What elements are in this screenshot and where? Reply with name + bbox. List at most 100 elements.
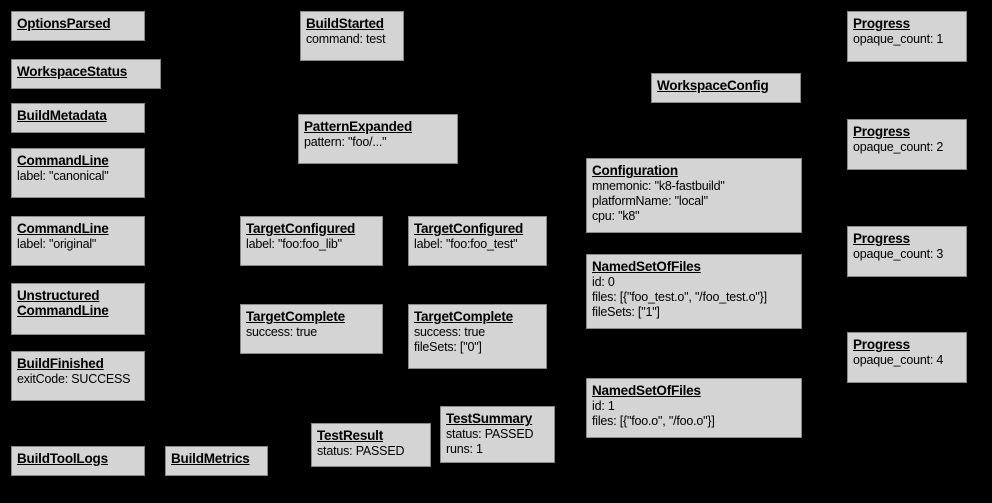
node-field: fileSets: ["1"]	[592, 305, 660, 320]
node-field: opaque_count: 4	[853, 353, 944, 368]
node-title-line: Progress	[853, 16, 910, 31]
node-title: PatternExpanded	[304, 119, 452, 134]
node-field: opaque_count: 3	[853, 247, 944, 262]
node-title-line: BuildMetadata	[17, 108, 107, 123]
node-title-line: TestSummary	[446, 411, 533, 426]
node-field: id: 1	[592, 399, 615, 414]
node-title: Configuration	[592, 163, 796, 178]
node-fields: opaque_count: 2	[853, 140, 961, 154]
node-fields: opaque_count: 4	[853, 353, 961, 367]
node-field: files: [{"foo_test.o", "/foo_test.o"}]	[592, 290, 767, 305]
node-build-metrics[interactable]: BuildMetrics	[165, 446, 268, 476]
node-title-line: PatternExpanded	[304, 119, 413, 134]
node-title: Progress	[853, 16, 961, 31]
node-title-line: CommandLine	[17, 303, 109, 319]
node-build-tool-logs[interactable]: BuildToolLogs	[11, 446, 145, 476]
node-field: platformName: "local"	[592, 194, 708, 209]
node-fields: label: "canonical"	[17, 169, 139, 183]
node-title-line: TargetComplete	[246, 309, 345, 324]
node-field: opaque_count: 2	[853, 140, 944, 155]
node-field: success: true	[414, 325, 486, 340]
node-fields: mnemonic: "k8-fastbuild"platformName: "l…	[592, 179, 796, 223]
node-title: Progress	[853, 124, 961, 139]
node-title: WorkspaceConfig	[657, 78, 795, 93]
node-field: command: test	[306, 32, 386, 47]
node-field: runs: 1	[446, 442, 483, 457]
node-title: OptionsParsed	[17, 16, 139, 31]
node-field: status: PASSED	[317, 444, 405, 459]
node-title: TestResult	[317, 428, 425, 443]
node-title-line: WorkspaceConfig	[657, 78, 769, 93]
node-field: pattern: "foo/..."	[304, 135, 387, 150]
node-title-line: Progress	[853, 231, 910, 246]
node-field: status: PASSED	[446, 427, 534, 442]
node-title-line: BuildStarted	[306, 16, 384, 31]
node-title: BuildMetadata	[17, 108, 139, 123]
node-title: CommandLine	[17, 153, 139, 168]
node-title: BuildMetrics	[171, 451, 262, 466]
node-field: opaque_count: 1	[853, 32, 944, 47]
node-title-line: BuildMetrics	[171, 451, 250, 466]
node-title-line: BuildToolLogs	[17, 451, 108, 466]
node-title-line: NamedSetOfFiles	[592, 259, 701, 274]
node-workspace-config[interactable]: WorkspaceConfig	[651, 73, 801, 103]
node-title-line: TargetConfigured	[414, 221, 524, 236]
node-fields: opaque_count: 1	[853, 32, 961, 46]
node-fields: label: "original"	[17, 237, 139, 251]
node-field: label: "foo:foo_test"	[414, 237, 518, 252]
node-title-line: TargetComplete	[414, 309, 513, 324]
node-title-line: Configuration	[592, 163, 678, 178]
node-title: Progress	[853, 231, 961, 246]
node-title: TargetComplete	[246, 309, 377, 324]
node-title: NamedSetOfFiles	[592, 259, 796, 274]
node-title-line: BuildFinished	[17, 356, 104, 371]
node-field: label: "foo:foo_lib"	[246, 237, 342, 252]
node-field: mnemonic: "k8-fastbuild"	[592, 179, 725, 194]
node-field: cpu: "k8"	[592, 209, 640, 224]
node-title: Progress	[853, 337, 961, 352]
node-title: TestSummary	[446, 411, 549, 426]
node-title-line: Unstructured	[17, 288, 100, 303]
node-workspace-status[interactable]: WorkspaceStatus	[11, 59, 161, 89]
node-title: BuildToolLogs	[17, 451, 139, 466]
node-field: fileSets: ["0"]	[414, 340, 482, 355]
node-fields: status: PASSED	[317, 444, 425, 458]
node-fields: label: "foo:foo_lib"	[246, 237, 377, 251]
node-options-parsed[interactable]: OptionsParsed	[11, 11, 145, 41]
node-title-line: CommandLine	[17, 221, 109, 236]
node-field: files: [{"foo.o", "/foo.o"}]	[592, 414, 715, 429]
node-title: WorkspaceStatus	[17, 64, 155, 79]
node-build-metadata[interactable]: BuildMetadata	[11, 103, 145, 133]
node-field: label: "original"	[17, 237, 97, 252]
node-fields: success: true	[246, 325, 377, 339]
node-title-line: NamedSetOfFiles	[592, 383, 701, 398]
node-title-line: CommandLine	[17, 153, 109, 168]
node-field: label: "canonical"	[17, 169, 109, 184]
node-field: id: 0	[592, 275, 615, 290]
node-title-line: OptionsParsed	[17, 16, 111, 31]
